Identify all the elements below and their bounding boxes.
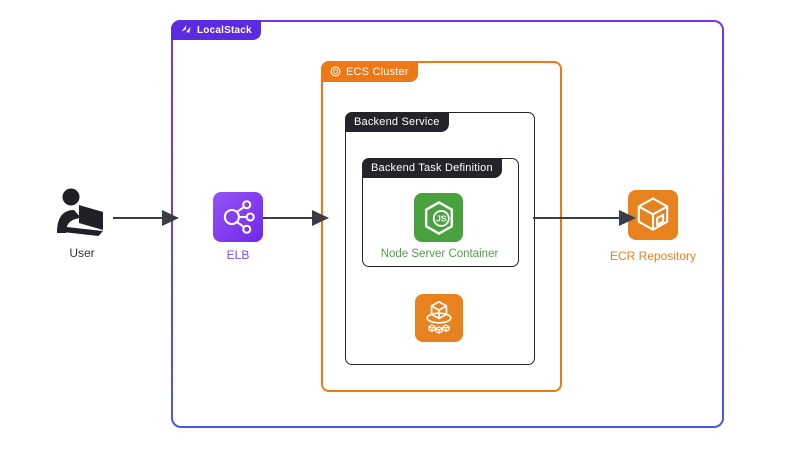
backend-service-label: Backend Service [354, 116, 440, 128]
localstack-label: LocalStack [197, 24, 252, 36]
backend-task-definition-label: Backend Task Definition [371, 162, 493, 174]
localstack-tab: LocalStack [171, 20, 261, 40]
ecr-repository-icon [628, 190, 678, 240]
user-label: User [69, 246, 95, 260]
ecs-cluster-tab: ECS Cluster [321, 61, 418, 82]
backend-task-definition-tab: Backend Task Definition [362, 158, 502, 178]
elb-label: ELB [226, 248, 250, 262]
ecs-cluster-label: ECS Cluster [346, 65, 409, 78]
nodejs-js-text: JS [435, 213, 446, 223]
nodejs-hexagon-icon: JS [414, 193, 463, 242]
ecs-service-cube-icon [415, 294, 463, 342]
node-server-container-label: Node Server Container [380, 248, 499, 260]
localstack-logo-icon [181, 25, 191, 35]
ecs-cluster-box [321, 61, 562, 392]
ecr-repository-label: ECR Repository [609, 249, 697, 263]
user-at-laptop-icon [57, 188, 103, 236]
elastic-load-balancer-icon [213, 192, 263, 242]
backend-service-tab: Backend Service [345, 112, 449, 132]
ecs-cluster-icon [330, 66, 341, 77]
